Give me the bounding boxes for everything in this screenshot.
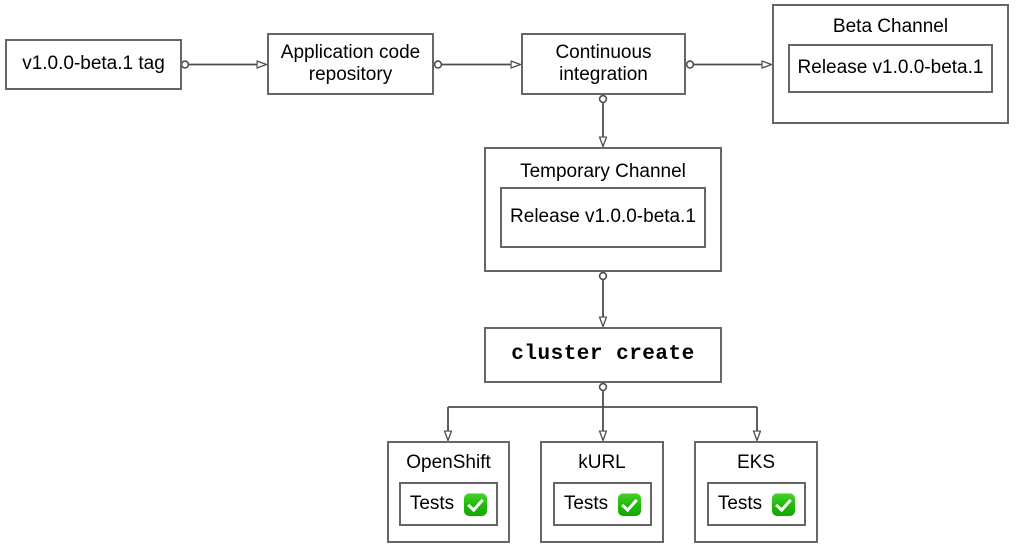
edge-source-dot bbox=[598, 94, 608, 104]
edge-source-dot bbox=[598, 382, 608, 392]
node-ci-label: Continuous integration bbox=[549, 42, 657, 87]
node-beta-channel-release-label: Release v1.0.0-beta.1 bbox=[797, 57, 984, 79]
node-kurl-tests-label: Tests bbox=[563, 492, 609, 514]
node-openshift-tests-box[interactable]: Tests bbox=[399, 482, 498, 526]
node-kurl[interactable]: kURL Tests bbox=[540, 441, 664, 543]
node-temporary-channel-release-label: Release v1.0.0-beta.1 bbox=[510, 206, 696, 228]
node-temporary-channel-title: Temporary Channel bbox=[520, 161, 686, 182]
node-repo-label-line1: Application code bbox=[280, 41, 421, 63]
green-check-icon bbox=[772, 492, 796, 516]
node-beta-channel-release-box[interactable]: Release v1.0.0-beta.1 bbox=[788, 44, 993, 93]
node-eks-tests-box[interactable]: Tests bbox=[707, 482, 806, 526]
node-kurl-tests-content: Tests bbox=[563, 492, 642, 516]
node-eks-title: EKS bbox=[736, 452, 776, 473]
node-temporary-channel-release-box[interactable]: Release v1.0.0-beta.1 bbox=[500, 187, 706, 248]
node-kurl-title: kURL bbox=[578, 452, 626, 473]
green-check-icon bbox=[618, 492, 642, 516]
node-eks-tests-label: Tests bbox=[717, 492, 763, 514]
node-temporary-channel[interactable]: Temporary Channel Release v1.0.0-beta.1 bbox=[484, 147, 722, 272]
node-eks-tests-content: Tests bbox=[717, 492, 796, 516]
node-tag-label: v1.0.0-beta.1 tag bbox=[22, 53, 165, 75]
green-check-icon bbox=[464, 492, 488, 516]
node-application-code-repository[interactable]: Application code repository bbox=[267, 33, 434, 95]
edge-source-dot bbox=[685, 60, 695, 69]
node-cluster-create[interactable]: cluster create bbox=[484, 327, 722, 383]
node-openshift[interactable]: OpenShift Tests bbox=[387, 441, 510, 543]
edge-source-dot bbox=[433, 60, 443, 69]
node-openshift-tests-label: Tests bbox=[409, 492, 455, 514]
node-openshift-title: OpenShift bbox=[406, 452, 491, 473]
node-eks[interactable]: EKS Tests bbox=[694, 441, 818, 543]
edge-source-dot bbox=[598, 271, 608, 281]
edge-source-dot bbox=[180, 60, 190, 69]
node-beta-channel[interactable]: Beta Channel Release v1.0.0-beta.1 bbox=[772, 4, 1009, 124]
node-repo-label-line2: repository bbox=[308, 64, 393, 85]
node-ci-label-line1: Continuous bbox=[555, 41, 652, 63]
node-continuous-integration[interactable]: Continuous integration bbox=[521, 33, 686, 95]
node-ci-label-line2: integration bbox=[559, 64, 648, 85]
node-repo-label: Application code repository bbox=[275, 42, 426, 87]
node-kurl-tests-box[interactable]: Tests bbox=[553, 482, 652, 526]
node-beta-channel-title: Beta Channel bbox=[832, 16, 949, 37]
node-cluster-create-label: cluster create bbox=[511, 342, 695, 366]
node-openshift-tests-content: Tests bbox=[409, 492, 488, 516]
node-tag[interactable]: v1.0.0-beta.1 tag bbox=[5, 39, 182, 90]
